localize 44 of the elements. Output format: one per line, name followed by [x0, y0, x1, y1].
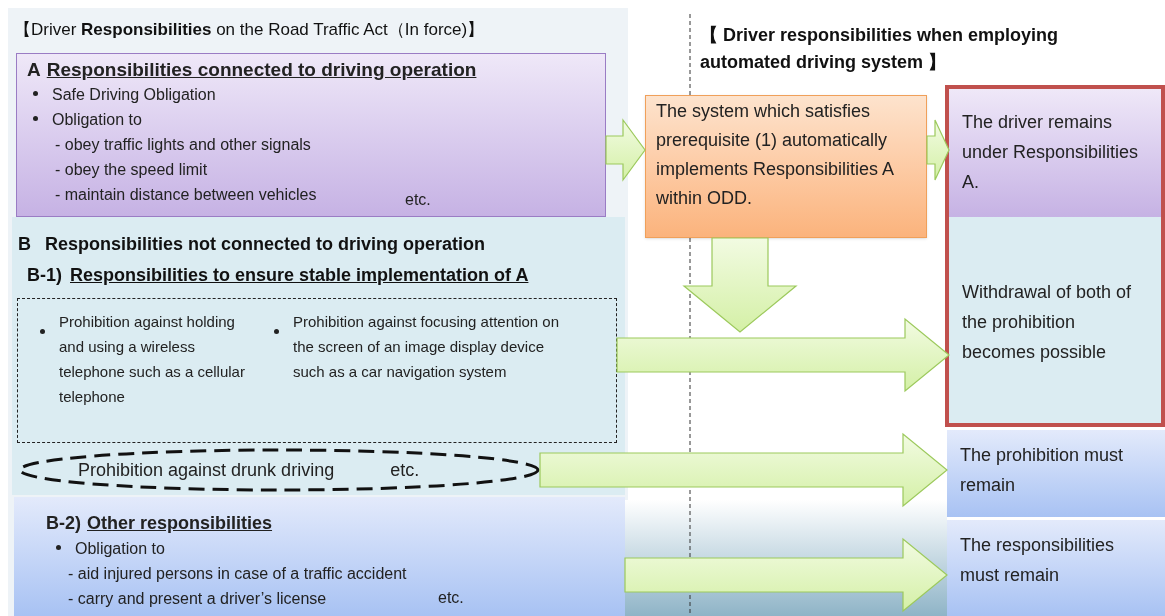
section-heading: Responsibilities connected to driving operation: [46, 58, 477, 82]
section-letter: B-1): [27, 264, 62, 287]
section-heading: Other responsibilities: [87, 512, 273, 535]
section-letter: B: [18, 233, 31, 256]
bullet-text: Obligation to: [52, 110, 142, 130]
dashed-ellipse: [18, 448, 540, 492]
list-item: - aid injured persons in case of a traffic accident: [68, 565, 407, 582]
result-box: [949, 217, 1161, 423]
block-arrow: [605, 118, 646, 182]
box-text: The responsibilities must remain: [960, 535, 1115, 585]
section-heading: Responsibilities not connected to driving operation: [45, 233, 486, 256]
column-heading: 【 Driver responsibilities when employing automated driving system 】: [700, 25, 1059, 72]
box-text: The driver remains under Responsibilities A.: [962, 112, 1139, 192]
result-box: [947, 430, 1165, 517]
list-item: - carry and present a driver’s license: [68, 590, 327, 607]
block-arrow: [616, 317, 950, 393]
list-item: - obey traffic lights and other signals: [55, 136, 311, 153]
box-text: The prohibition must remain: [960, 445, 1124, 495]
bullet-text: Prohibition against holding and using a wireless telephone such as a cellular telephone: [59, 312, 246, 407]
etc-note: etc.: [438, 589, 464, 606]
section-box: [12, 217, 625, 495]
block-arrow: [539, 432, 948, 508]
section-heading: Responsibilities to ensure stable implementation of A: [70, 264, 529, 287]
section-box: [16, 53, 606, 217]
prohibition-text: Prohibition against drunk driving: [78, 458, 335, 482]
box-text: Withdrawal of both of the prohibition becomes possible: [962, 282, 1132, 362]
section-letter: B-2): [46, 512, 81, 535]
section-box: [14, 497, 625, 616]
box-text: The system which satisfies prerequisite (1) automatically implements Responsibilities A within ODD.: [656, 101, 894, 208]
bullet-text: Obligation to: [75, 539, 165, 559]
block-arrow: [926, 119, 950, 181]
block-arrow: [682, 237, 798, 333]
list-item: - obey the speed limit: [55, 161, 208, 178]
list-item: - maintain distance between vehicles: [55, 186, 317, 203]
block-arrow: [624, 537, 948, 613]
section-letter: A: [27, 58, 41, 82]
etc-note: etc.: [390, 458, 420, 482]
etc-note: etc.: [405, 191, 431, 208]
column-heading: 【Driver Responsibilities on the Road Traffic Act（In force)】: [14, 20, 485, 39]
result-box: [949, 89, 1161, 217]
process-box: [645, 95, 927, 238]
result-box: [947, 520, 1165, 616]
bullet-text: Prohibition against focusing attention on the screen of an image display device such as a car navigation system: [293, 312, 560, 382]
bullet-text: Safe Driving Obligation: [52, 85, 216, 105]
